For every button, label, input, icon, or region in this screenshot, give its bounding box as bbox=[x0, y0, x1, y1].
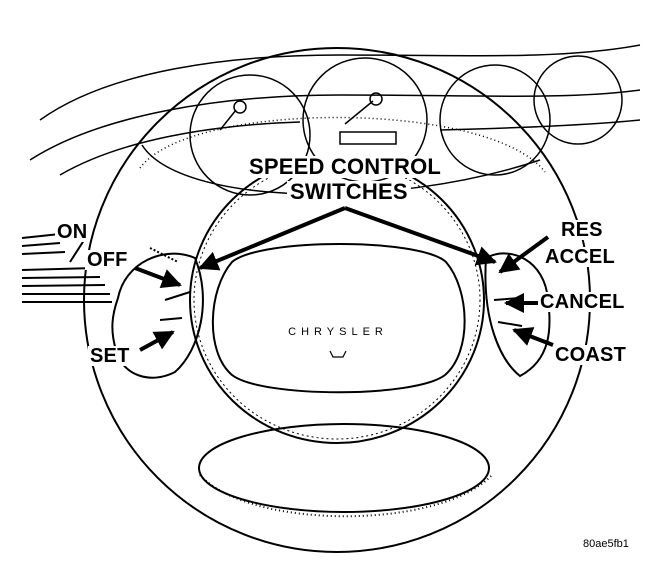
label-off: OFF bbox=[85, 249, 130, 271]
label-res: RES bbox=[559, 219, 605, 241]
title-line-2: SWITCHES bbox=[287, 181, 411, 203]
airbag-brand: CHRYSLER bbox=[288, 326, 388, 338]
rim-upper-band bbox=[139, 116, 546, 173]
label-cancel: CANCEL bbox=[538, 291, 627, 313]
arrow-res bbox=[498, 235, 550, 274]
arrow-title-right bbox=[344, 206, 497, 266]
right-switch-pod bbox=[484, 252, 551, 378]
left-switch-pod bbox=[111, 247, 204, 379]
arrow-title-left bbox=[198, 206, 346, 271]
label-coast: COAST bbox=[553, 344, 628, 366]
arrow-set bbox=[139, 330, 175, 352]
airbag-module bbox=[211, 243, 466, 394]
left-stalk bbox=[21, 233, 112, 303]
figure-id: 80ae5fb1 bbox=[583, 538, 629, 550]
instrument-panel bbox=[29, 44, 641, 196]
label-set: SET bbox=[88, 345, 132, 367]
bottom-spoke bbox=[198, 423, 493, 518]
title-line-1: SPEED CONTROL bbox=[246, 156, 445, 178]
label-on: ON bbox=[55, 221, 90, 243]
label-accel: ACCEL bbox=[543, 246, 617, 268]
arrow-coast bbox=[512, 327, 554, 347]
steering-wheel-rim bbox=[83, 47, 591, 553]
arrow-off bbox=[134, 266, 182, 288]
brand-emblem-icon bbox=[329, 350, 347, 358]
callout-arrows bbox=[134, 206, 554, 352]
